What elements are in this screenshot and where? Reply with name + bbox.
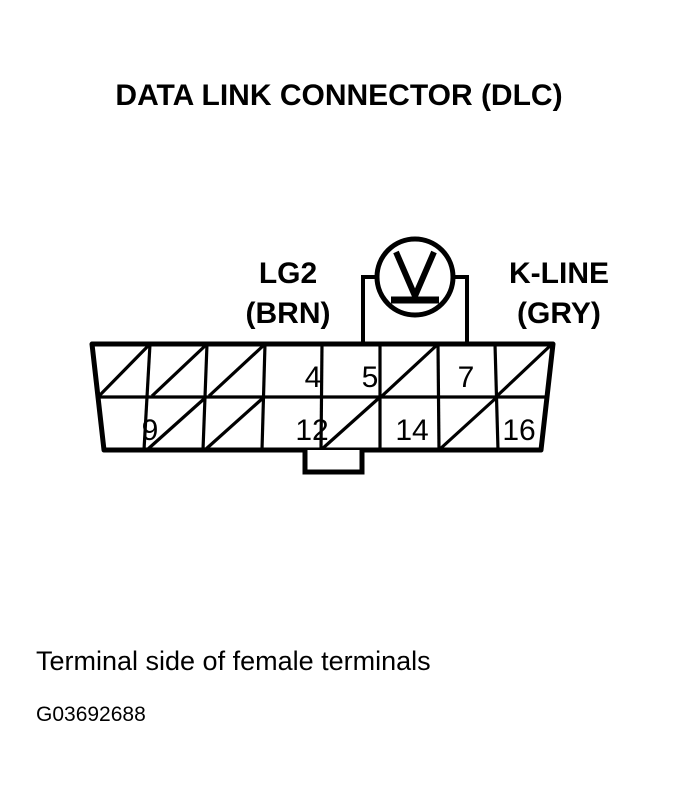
unused-pin-slash (207, 343, 266, 398)
column-divider (319, 343, 324, 451)
voltmeter-icon (374, 236, 456, 318)
pin-label-14: 14 (395, 414, 428, 447)
column-divider (142, 343, 152, 451)
unused-pin-slash (204, 396, 265, 451)
top-row-unused-slashes (97, 343, 553, 398)
pin-label-12: 12 (295, 414, 328, 447)
right-test-lead (453, 275, 469, 344)
unused-pin-slash (380, 343, 439, 398)
left-probe-name: LG2 (259, 257, 317, 290)
unused-pin-slash (146, 396, 207, 451)
connector-shell-outline (89, 341, 556, 453)
bottom-row-unused-slashes (146, 396, 498, 451)
column-divider (493, 343, 500, 451)
pin-label-16: 16 (502, 414, 535, 447)
column-divider (436, 343, 441, 451)
connector-keying-tab (302, 450, 365, 475)
unused-pin-slash (97, 343, 151, 398)
voltmeter-circle (374, 236, 456, 318)
pin-label-5: 5 (362, 361, 379, 394)
voltmeter-v-glyph (393, 250, 437, 304)
figure-title: DATA LINK CONNECTOR (DLC) (115, 79, 562, 112)
unused-pin-slash (438, 396, 498, 451)
unused-pin-slash (150, 343, 208, 398)
column-divider (201, 343, 209, 451)
right-probe-name: K-LINE (509, 257, 609, 290)
unused-pin-slash (495, 343, 553, 398)
unused-pin-slash (320, 396, 381, 451)
left-probe-wire-color: (BRN) (246, 297, 331, 330)
column-divider-lines (142, 343, 500, 451)
pin-label-9: 9 (142, 414, 159, 447)
meter-test-leads (361, 275, 469, 344)
figure-code: G03692688 (36, 703, 146, 726)
pin-label-4: 4 (305, 361, 322, 394)
figure-caption: Terminal side of female terminals (36, 646, 431, 676)
pin-label-7: 7 (458, 361, 475, 394)
column-divider (260, 343, 267, 451)
left-test-lead (361, 275, 377, 344)
right-probe-wire-color: (GRY) (517, 297, 601, 330)
